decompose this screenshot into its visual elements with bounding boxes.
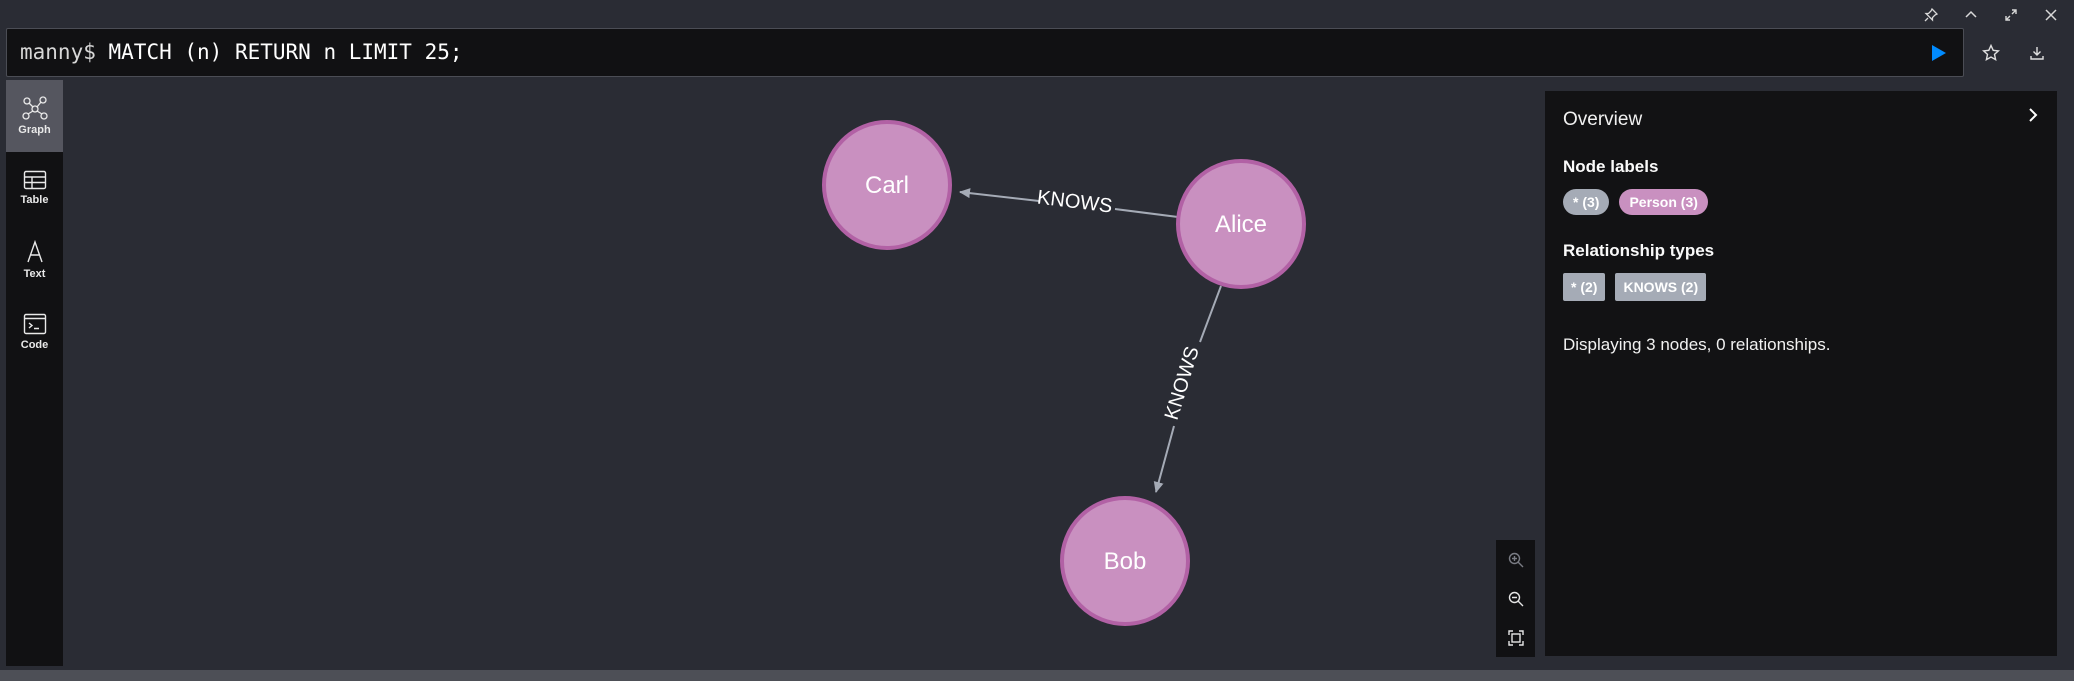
nav-code-label: Code — [20, 339, 49, 351]
window-controls — [1920, 4, 2062, 26]
edge-label: KNOWS — [1036, 187, 1114, 218]
pin-icon[interactable] — [1920, 4, 1942, 26]
run-query-button[interactable] — [1927, 41, 1951, 65]
star-icon[interactable] — [1980, 42, 2002, 64]
nav-table-label: Table — [20, 194, 49, 206]
download-icon[interactable] — [2026, 42, 2048, 64]
overview-panel: Overview Node labels * (3) Person (3) Re… — [1545, 91, 2057, 656]
rel-type-all[interactable]: * (2) — [1563, 273, 1606, 301]
collapse-panel-button[interactable] — [2023, 105, 2043, 125]
query-text[interactable]: manny$ MATCH (n) RETURN n LIMIT 25; — [20, 40, 463, 64]
bottom-border — [0, 670, 2074, 681]
graph-icon — [21, 96, 48, 120]
edge-line — [1114, 208, 1179, 218]
edge-alice-carl[interactable]: KNOWS — [959, 187, 1179, 218]
zoom-in-icon — [1508, 552, 1523, 567]
query-prompt: manny$ — [20, 40, 96, 64]
edge-line-head — [1153, 425, 1175, 493]
zoom-in-button[interactable] — [1496, 540, 1535, 579]
nav-graph[interactable]: Graph — [6, 80, 63, 152]
nav-table[interactable]: Table — [6, 152, 63, 224]
node-label: Alice — [1215, 211, 1267, 238]
node-label: Bob — [1104, 548, 1147, 575]
nav-text[interactable]: Text — [6, 224, 63, 296]
edge-alice-bob[interactable]: KNOWS — [1153, 285, 1222, 493]
edge-line-head — [959, 188, 1040, 202]
node-alice[interactable]: Alice — [1176, 159, 1306, 289]
relationship-types-heading: Relationship types — [1563, 241, 1715, 260]
node-labels-heading: Node labels — [1563, 157, 1659, 176]
node-bob[interactable]: Bob — [1060, 496, 1190, 626]
editor-actions — [1980, 42, 2048, 64]
nav-text-label: Text — [23, 268, 46, 280]
zoom-out-icon — [1508, 591, 1523, 606]
rel-type-knows[interactable]: KNOWS (2) — [1615, 273, 1707, 301]
table-icon — [23, 170, 46, 190]
node-label: Carl — [865, 172, 909, 199]
query-input[interactable]: MATCH (n) RETURN n LIMIT 25; — [108, 40, 463, 64]
fit-to-screen-button[interactable] — [1496, 618, 1535, 657]
node-carl[interactable]: Carl — [822, 120, 952, 250]
code-icon — [23, 313, 46, 335]
chevron-right-icon — [2029, 108, 2038, 122]
play-icon — [1932, 45, 1946, 61]
fit-screen-icon — [1507, 629, 1524, 646]
zoom-controls — [1496, 540, 1535, 657]
collapse-up-icon[interactable] — [1960, 4, 1982, 26]
edge-line — [1199, 285, 1222, 343]
zoom-out-button[interactable] — [1496, 579, 1535, 618]
fullscreen-icon[interactable] — [2000, 4, 2022, 26]
node-labels-list: * (3) Person (3) — [1563, 189, 2039, 215]
nav-graph-label: Graph — [18, 124, 51, 136]
node-label-all[interactable]: * (3) — [1563, 189, 1610, 215]
overview-title: Overview — [1563, 109, 1643, 130]
nav-code[interactable]: Code — [6, 296, 63, 368]
graph-canvas[interactable]: KNOWS KNOWS Carl Alice Bob — [63, 80, 1545, 666]
text-icon — [26, 240, 43, 263]
relationship-types-list: * (2) KNOWS (2) — [1563, 273, 2039, 301]
edge-label: KNOWS — [1161, 344, 1204, 423]
query-editor[interactable]: manny$ MATCH (n) RETURN n LIMIT 25; — [6, 28, 1964, 77]
node-label-person[interactable]: Person (3) — [1619, 189, 1708, 215]
overview-status: Displaying 3 nodes, 0 relationships. — [1563, 335, 1831, 354]
view-switcher: Graph Table Text Code — [6, 80, 63, 666]
graph-svg: KNOWS KNOWS Carl Alice Bob — [822, 120, 1306, 626]
close-icon[interactable] — [2040, 4, 2062, 26]
